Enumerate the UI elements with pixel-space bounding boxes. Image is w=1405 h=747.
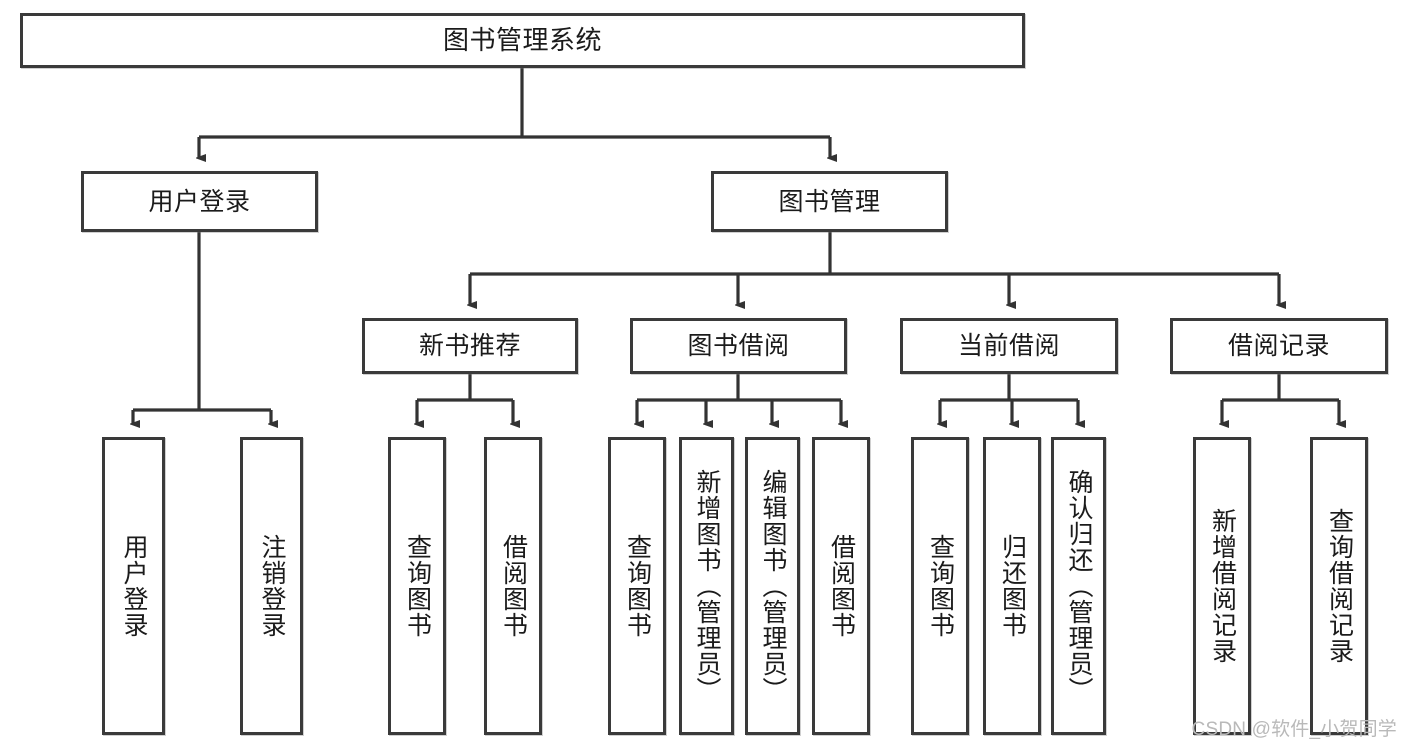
node-label: 借阅图书 <box>827 534 856 638</box>
node-label: 查询借阅记录 <box>1325 508 1354 664</box>
leaf-add-book-admin[interactable]: 新增图书（管理员） <box>679 437 734 735</box>
leaf-user-login[interactable]: 用户登录 <box>102 437 165 735</box>
node-label: 确认归还（管理员） <box>1065 469 1093 703</box>
node-label: 归还图书 <box>998 534 1027 638</box>
node-label: 借阅记录 <box>1227 332 1330 360</box>
node-label: 用户登录 <box>148 187 251 216</box>
leaf-edit-book-admin[interactable]: 编辑图书（管理员） <box>745 437 800 735</box>
leaf-query-book-borrow[interactable]: 查询图书 <box>608 437 666 735</box>
watermark: CSDN @软件_小贺同学 <box>1191 719 1397 740</box>
node-label: 用户登录 <box>120 534 148 638</box>
node-label: 借阅图书 <box>499 534 528 638</box>
leaf-query-borrow-record[interactable]: 查询借阅记录 <box>1310 437 1368 735</box>
node-label: 当前借阅 <box>957 332 1060 360</box>
node-user-login[interactable]: 用户登录 <box>81 171 318 232</box>
leaf-logout[interactable]: 注销登录 <box>240 437 303 735</box>
leaf-return-book[interactable]: 归还图书 <box>983 437 1041 735</box>
node-label: 图书管理系统 <box>442 24 603 55</box>
node-label: 查询图书 <box>926 534 955 638</box>
node-label: 新增借阅记录 <box>1208 508 1237 664</box>
node-label: 查询图书 <box>403 534 432 638</box>
leaf-query-book-current[interactable]: 查询图书 <box>911 437 969 735</box>
node-root[interactable]: 图书管理系统 <box>20 13 1025 68</box>
node-label: 图书管理 <box>778 187 881 216</box>
leaf-borrow-book[interactable]: 借阅图书 <box>812 437 870 735</box>
leaf-add-borrow-record[interactable]: 新增借阅记录 <box>1193 437 1251 735</box>
node-label: 注销登录 <box>258 534 286 638</box>
leaf-borrow-book-newbook[interactable]: 借阅图书 <box>484 437 542 735</box>
node-label: 新增图书（管理员） <box>693 469 721 703</box>
node-book-borrow[interactable]: 图书借阅 <box>630 318 847 374</box>
node-label: 新书推荐 <box>418 332 521 360</box>
leaf-confirm-return-admin[interactable]: 确认归还（管理员） <box>1051 437 1106 735</box>
node-current-borrow[interactable]: 当前借阅 <box>900 318 1118 374</box>
node-label: 编辑图书（管理员） <box>759 469 787 703</box>
node-borrow-records[interactable]: 借阅记录 <box>1170 318 1388 374</box>
leaf-query-book-newbook[interactable]: 查询图书 <box>388 437 446 735</box>
node-label: 图书借阅 <box>687 332 790 360</box>
node-label: 查询图书 <box>623 534 652 638</box>
node-new-book-recommend[interactable]: 新书推荐 <box>362 318 578 374</box>
node-book-management[interactable]: 图书管理 <box>711 171 948 232</box>
